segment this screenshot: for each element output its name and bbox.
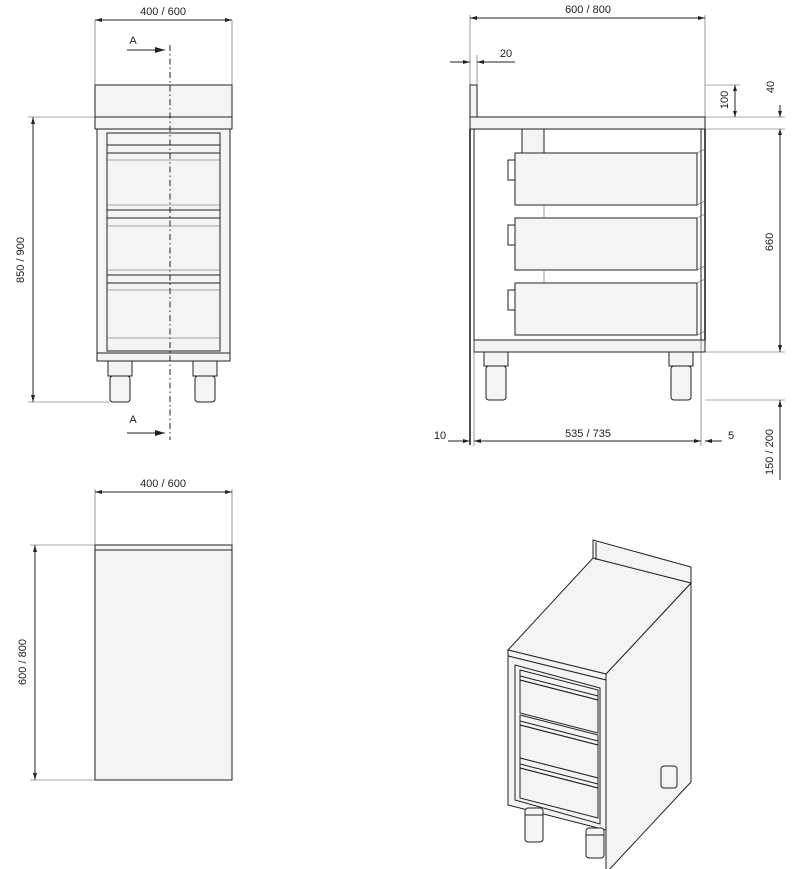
top-depth-dimension: 600 / 800 xyxy=(17,639,29,685)
leg-height-dimension: 150 / 200 xyxy=(764,429,776,475)
side-depth-dimension: 600 / 800 xyxy=(565,4,611,16)
upstand-thickness-dimension: 20 xyxy=(500,48,512,60)
section-label-top: A xyxy=(129,35,137,47)
front-view: 400 / 600 A A xyxy=(15,6,233,440)
inner-depth-dimension: 535 / 735 xyxy=(565,428,611,440)
upstand-height-dimension: 100 xyxy=(719,91,731,109)
top-width-dimension: 400 / 600 xyxy=(140,478,186,490)
front-offset-dimension: 5 xyxy=(728,430,734,442)
front-width-dimension: 400 / 600 xyxy=(140,6,186,18)
top-view: 400 / 600 600 / 800 xyxy=(17,478,233,781)
side-view: 600 / 800 20 xyxy=(434,4,785,480)
section-label-bottom: A xyxy=(129,414,137,426)
isometric-view xyxy=(507,539,692,869)
front-height-dimension: 850 / 900 xyxy=(15,237,27,283)
body-height-dimension: 660 xyxy=(764,233,776,251)
top-thickness-dimension: 40 xyxy=(765,81,777,93)
rear-offset-dimension: 10 xyxy=(434,430,446,442)
